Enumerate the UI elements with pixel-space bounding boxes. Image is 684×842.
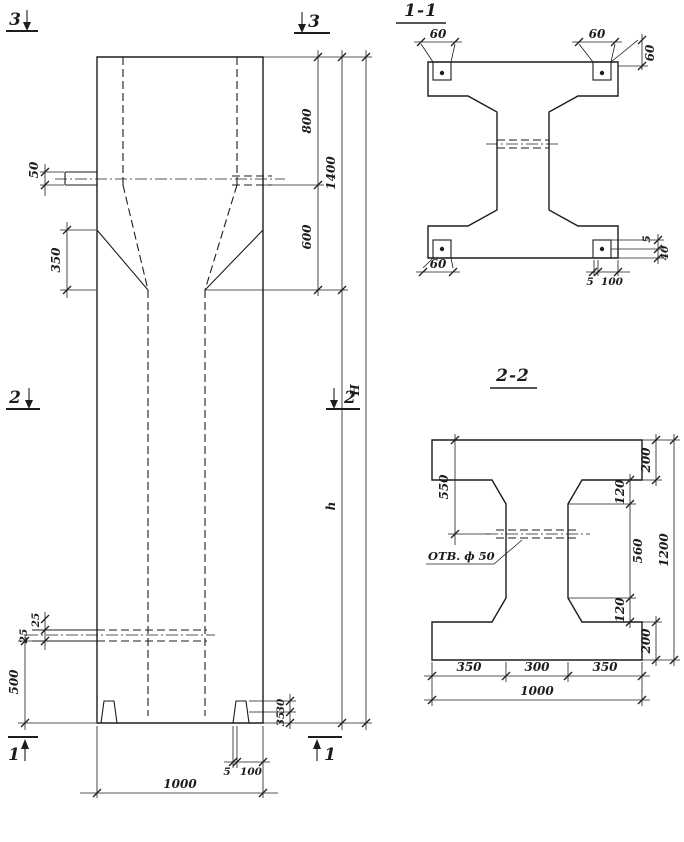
section-mark-1-right: 1 (308, 736, 342, 765)
mark-3-right-label: 3 (308, 12, 320, 32)
plate-bottom-left (432, 239, 452, 259)
dim-web-560: 560 (631, 538, 645, 564)
dim-plate-60-top-right: 60 (589, 27, 606, 41)
section-mark-3-left: 3 (6, 10, 38, 32)
hidden-stem-edges (147, 290, 206, 716)
dim-shaft-h: h (324, 502, 338, 511)
dim-foot-35: 35 (275, 712, 287, 727)
section-1-1-view: 1-1 60 60 60 60 5 100 5 40 (396, 1, 671, 288)
console-ledge-left (64, 171, 97, 186)
anchor-dot-bottom-left (439, 246, 445, 252)
dim-anchor-25a: 25 (30, 613, 42, 629)
plate-top-right (592, 61, 612, 81)
extension-lines (18, 56, 372, 798)
dim-foot-5: 5 (223, 766, 230, 778)
mark-2-right-arrow-icon (330, 400, 338, 409)
dim-top-800: 800 (300, 108, 314, 134)
section-mark-2-right: 2 (326, 388, 360, 410)
hole-label-leader (426, 539, 523, 565)
dim-width-1000-section: 1000 (520, 684, 554, 698)
dim-height-1200: 1200 (657, 533, 671, 567)
anchor-dot-top-left (439, 70, 445, 76)
mark-2-left-label: 2 (8, 388, 21, 408)
hidden-console-right (232, 175, 272, 186)
section-1-1-outline (427, 61, 619, 259)
mark-2-left-arrow-icon (25, 400, 33, 409)
dim-plate-side-5: 5 (641, 235, 653, 242)
section-2-2-view: 2-2 ОТВ. ф 50 550 200 120 560 120 200 12… (424, 366, 680, 706)
dim-chamfer-bottom-120: 120 (613, 597, 627, 623)
mark-2-right-label: 2 (343, 388, 356, 408)
dim-plate-60-bottom-left: 60 (430, 257, 447, 271)
section-2-2-extension-lines (431, 439, 680, 706)
dimension-ticks (20, 52, 371, 798)
dim-flange-left-350: 350 (456, 660, 482, 674)
dim-foot-30: 30 (275, 698, 287, 713)
plate-top-left (432, 61, 452, 81)
dim-width-1000: 1000 (163, 777, 197, 791)
dim-hole-offset-550: 550 (437, 474, 451, 500)
mark-3-left-label: 3 (9, 10, 21, 30)
dim-plate-60-right: 60 (643, 44, 657, 61)
section-mark-2-left: 2 (6, 388, 40, 410)
section-2-2-dimension-lines (424, 434, 675, 701)
section-2-2-hole-hidden (496, 529, 578, 539)
section-2-2-title: 2-2 (495, 366, 530, 386)
hole-label: ОТВ. ф 50 (428, 549, 495, 563)
mark-1-left-arrow-icon (21, 739, 29, 749)
dimension-lines (24, 50, 367, 794)
mark-1-left-label: 1 (8, 745, 20, 765)
anchor-dot-top-right (599, 70, 605, 76)
dim-flange-top-200: 200 (639, 447, 653, 474)
anchor-bars-left (32, 629, 97, 642)
section-mark-3-right: 3 (294, 12, 330, 34)
mark-3-right-arrow-icon (298, 24, 306, 33)
section-1-1-extension-lines (420, 39, 664, 276)
dim-flange-bottom-200: 200 (639, 628, 653, 655)
base-feet (100, 700, 250, 724)
dim-foot-100: 100 (240, 766, 263, 778)
dim-web-300: 300 (524, 660, 550, 674)
embedded-plates (432, 61, 612, 259)
dim-plate-side-40: 40 (659, 245, 671, 260)
dim-console-50: 50 (27, 161, 41, 178)
dim-plate-60-top-left: 60 (430, 27, 447, 41)
dim-anchor-25b: 25 (18, 629, 30, 645)
dim-top-1400: 1400 (324, 156, 338, 190)
dim-base-500: 500 (7, 669, 21, 695)
hidden-edges-top-cavity (122, 57, 238, 185)
hidden-taper (122, 184, 238, 291)
taper-edges (96, 229, 264, 291)
mark-1-right-arrow-icon (313, 739, 321, 749)
anchor-dot-bottom-right (599, 246, 605, 252)
section-1-1-dimension-lines (414, 34, 659, 273)
section-1-1-title: 1-1 (404, 1, 438, 21)
section-1-1-ticks (416, 35, 663, 277)
dim-chamfer-top-120: 120 (613, 479, 627, 505)
section-2-2-ticks (427, 435, 679, 705)
column-outline (96, 56, 264, 724)
hidden-anchor-bars (97, 629, 207, 642)
dim-total-H: H (348, 384, 362, 397)
dim-taper-600: 600 (300, 224, 314, 250)
dim-taper-350: 350 (49, 247, 63, 273)
mark-3-left-arrow-icon (23, 22, 31, 31)
dim-plate-5-bottom: 5 (586, 276, 593, 288)
elevation-view: 50 350 500 25 25 800 600 1400 h H 30 35 … (6, 10, 372, 798)
dim-plate-100-bottom: 100 (601, 276, 624, 288)
dim-flange-right-350: 350 (592, 660, 618, 674)
section-mark-1-left: 1 (8, 736, 38, 765)
mark-1-right-label: 1 (324, 745, 336, 765)
section-1-1-hole-hidden (497, 139, 549, 149)
